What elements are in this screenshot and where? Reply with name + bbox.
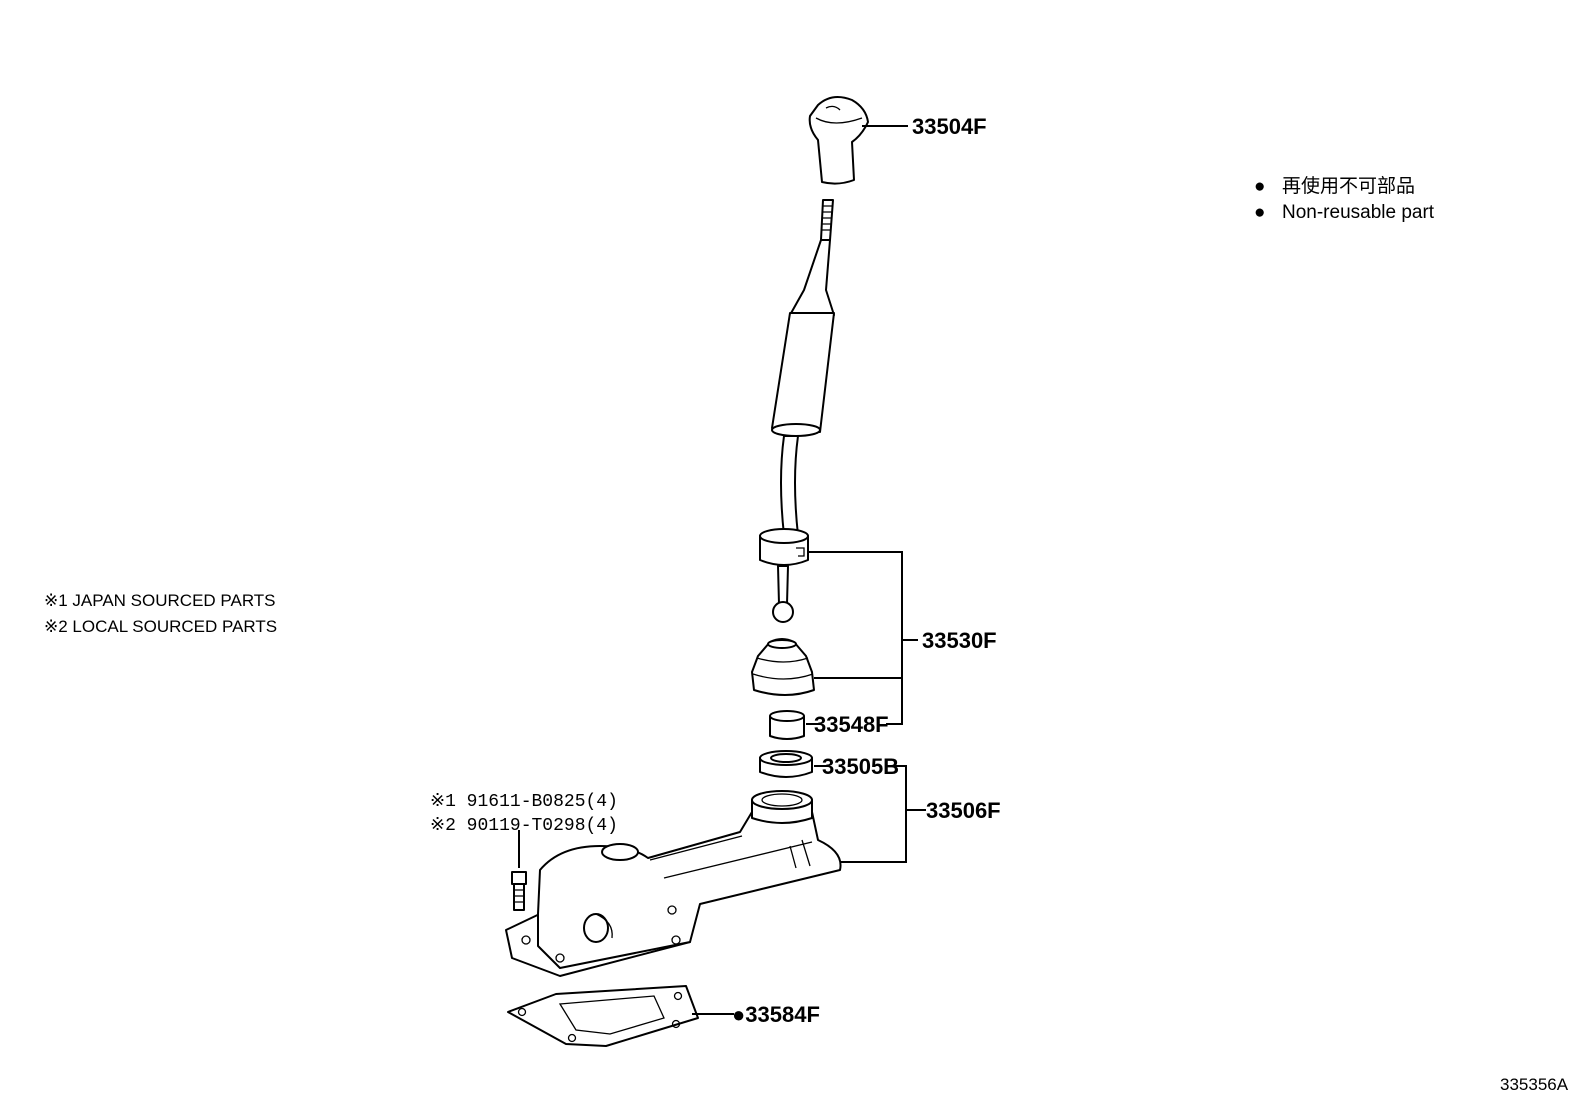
label-bolt-local: ※2 90119-T0298(4) <box>430 816 618 836</box>
illustration-code: 335356A <box>1500 1075 1569 1094</box>
label-knob: 33504F <box>912 114 987 139</box>
bracket-lever-assembly <box>808 551 918 725</box>
shift-lever-illustration <box>759 199 835 623</box>
boot-illustration <box>751 638 815 696</box>
bushing-illustration <box>769 710 805 740</box>
legend-text-jp: 再使用不可部品 <box>1282 175 1415 197</box>
retainer-housing-illustration <box>505 790 842 977</box>
legend-bullet-icon: ● <box>1254 202 1265 223</box>
bolt-illustration <box>511 871 527 911</box>
label-gasket: ●33584F <box>732 1002 820 1027</box>
shift-knob-illustration <box>808 95 869 185</box>
label-bolt-jp: ※1 91611-B0825(4) <box>430 792 618 812</box>
gasket-illustration <box>507 985 699 1047</box>
legend-bullet-icon: ● <box>1254 176 1265 197</box>
label-lever-assembly: 33530F <box>922 628 997 653</box>
seat-illustration <box>759 750 813 778</box>
note-local-sourced: ※2 LOCAL SOURCED PARTS <box>44 617 277 636</box>
label-retainer: 33506F <box>926 798 1001 823</box>
label-bushing: 33548F <box>814 712 889 737</box>
bracket-retainer <box>840 765 926 863</box>
label-seat: 33505B <box>822 754 899 779</box>
note-japan-sourced: ※1 JAPAN SOURCED PARTS <box>44 591 276 610</box>
legend-text-en: Non-reusable part <box>1282 202 1435 223</box>
